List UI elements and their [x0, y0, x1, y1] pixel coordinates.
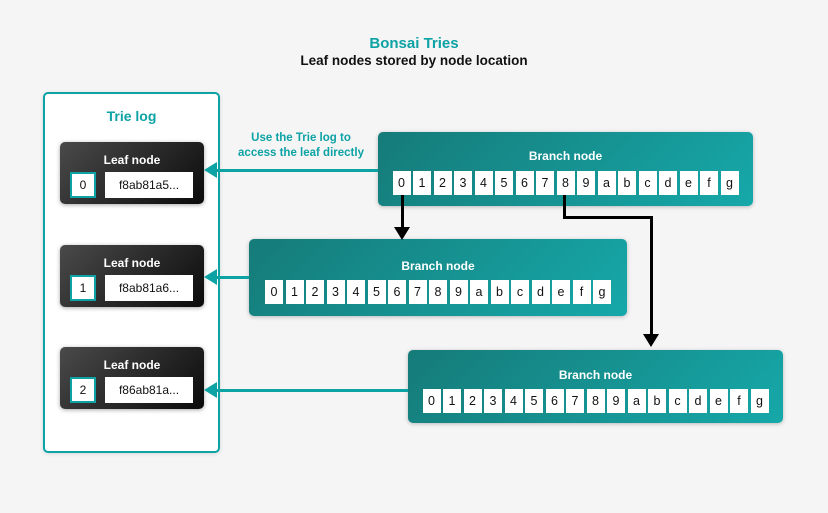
page-title: Bonsai Tries — [369, 35, 459, 52]
branch-cell: 9 — [449, 280, 468, 304]
branch-cell: 5 — [495, 171, 513, 195]
branch-cell: 7 — [566, 389, 584, 413]
branch-cell: g — [750, 389, 769, 413]
arrow-cell0-to-branch2-line — [401, 195, 404, 229]
leaf-node-0-row: 0 f8ab81a5... — [70, 172, 194, 198]
branch-cell: f — [730, 389, 748, 413]
arrow-branch2-to-leaf1-line — [216, 276, 249, 279]
arrow-branch3-to-leaf2-head — [204, 382, 217, 398]
branch-cell: e — [679, 171, 698, 195]
branch-node-1-label: Branch node — [528, 149, 603, 163]
leaf-node-0-label: Leaf node — [103, 153, 161, 167]
arrow-cell8-to-branch3-segment1 — [563, 195, 566, 219]
arrow-cell8-to-branch3-segment2 — [563, 216, 653, 219]
branch-cell: 8 — [429, 280, 447, 304]
branch-cell: f — [700, 171, 718, 195]
branch-cell: f — [572, 280, 591, 304]
leaf-node-0-index: 0 — [70, 172, 96, 198]
branch-cell: 3 — [326, 280, 345, 304]
branch-cell: 3 — [484, 389, 502, 413]
branch-node-2-label: Branch node — [401, 259, 475, 273]
branch-cell: 9 — [577, 171, 595, 195]
arrow-branch1-to-leaf0-head — [204, 162, 217, 178]
branch-cell: 5 — [525, 389, 543, 413]
leaf-node-1: Leaf node 1 f8ab81a6... — [60, 245, 204, 307]
branch-cell: 4 — [504, 389, 523, 413]
branch-cell: c — [511, 280, 529, 304]
arrow-cell8-to-branch3-head — [643, 334, 659, 347]
trie-log-annotation: Use the Trie log to access the leaf dire… — [238, 132, 364, 159]
branch-node-3-label: Branch node — [558, 368, 633, 382]
branch-cell: a — [627, 389, 646, 413]
page-subtitle: Leaf nodes stored by node location — [300, 53, 528, 68]
leaf-node-2-hash: f86ab81a... — [105, 377, 193, 403]
leaf-node-2-index: 2 — [70, 377, 96, 403]
branch-cell: c — [638, 171, 657, 195]
leaf-node-0: Leaf node 0 f8ab81a5... — [60, 142, 204, 204]
branch-cell: 8 — [586, 389, 605, 413]
trie-log-title: Trie log — [106, 108, 157, 124]
branch-cell: c — [668, 389, 687, 413]
branch-cell: d — [689, 389, 707, 413]
leaf-node-1-label: Leaf node — [103, 256, 161, 270]
branch-cell: a — [470, 280, 488, 304]
leaf-node-2-row: 2 f86ab81a... — [70, 377, 194, 403]
branch-cell: 1 — [443, 389, 461, 413]
branch-cell: 8 — [556, 171, 575, 195]
arrow-cell8-to-branch3-segment3 — [650, 216, 653, 336]
branch-cell: 6 — [388, 280, 406, 304]
leaf-node-1-row: 1 f8ab81a6... — [70, 275, 194, 301]
branch-cell: b — [648, 389, 666, 413]
branch-cell: 1 — [413, 171, 431, 195]
branch-cell: e — [552, 280, 570, 304]
branch-cell: b — [490, 280, 509, 304]
leaf-node-2-label: Leaf node — [103, 358, 161, 372]
branch-cell: 4 — [347, 280, 365, 304]
branch-cell: d — [659, 171, 677, 195]
branch-cell: g — [720, 171, 739, 195]
branch-cell: 2 — [463, 389, 482, 413]
branch-cell: 4 — [474, 171, 493, 195]
arrow-branch1-to-leaf0-line — [216, 169, 378, 172]
branch-cell: 9 — [607, 389, 625, 413]
branch-cell: 7 — [408, 280, 427, 304]
arrow-branch3-to-leaf2-line — [216, 389, 408, 392]
arrow-cell0-to-branch2-head — [394, 227, 410, 240]
branch-cell: 6 — [545, 389, 564, 413]
leaf-node-2: Leaf node 2 f86ab81a... — [60, 347, 204, 409]
leaf-node-1-hash: f8ab81a6... — [105, 275, 193, 301]
branch-cell: 7 — [536, 171, 554, 195]
branch-cell: 3 — [454, 171, 472, 195]
branch-cell: 1 — [285, 280, 304, 304]
branch-cell: a — [597, 171, 616, 195]
branch-cell: 0 — [422, 389, 441, 413]
branch-cell: 2 — [306, 280, 324, 304]
branch-cell: b — [618, 171, 636, 195]
branch-cell: 0 — [265, 280, 283, 304]
branch-cell: e — [709, 389, 728, 413]
leaf-node-0-hash: f8ab81a5... — [105, 172, 193, 198]
branch-cell: d — [531, 280, 550, 304]
arrow-branch2-to-leaf1-head — [204, 269, 217, 285]
branch-cell: 0 — [392, 171, 411, 195]
leaf-node-1-index: 1 — [70, 275, 96, 301]
branch-cell: 6 — [515, 171, 534, 195]
branch-cell: g — [593, 280, 611, 304]
branch-cell: 5 — [367, 280, 386, 304]
branch-cell: 2 — [433, 171, 452, 195]
